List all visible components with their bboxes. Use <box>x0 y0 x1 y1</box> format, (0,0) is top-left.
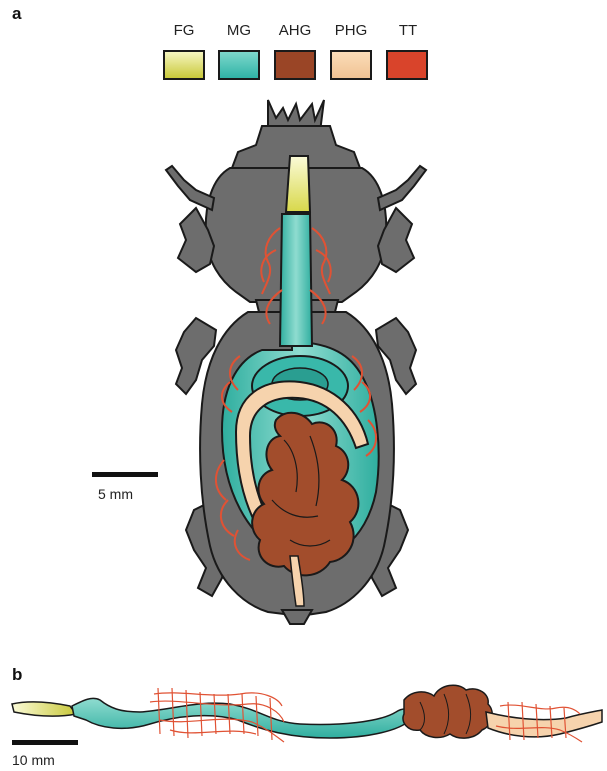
scale-bar-b <box>12 740 78 745</box>
beetle-tip <box>282 610 312 624</box>
beetle-foregut <box>286 156 310 212</box>
beetle-midgut-tube <box>280 214 312 346</box>
dissected-foregut <box>12 702 76 716</box>
scale-bar-b-label: 10 mm <box>12 752 55 768</box>
dissected-posterior-hindgut <box>486 710 602 737</box>
scale-bar-a-label: 5 mm <box>98 486 133 502</box>
dissected-anterior-hindgut <box>403 685 492 738</box>
dissected-gut <box>12 685 602 738</box>
scale-bar-a <box>92 472 158 477</box>
